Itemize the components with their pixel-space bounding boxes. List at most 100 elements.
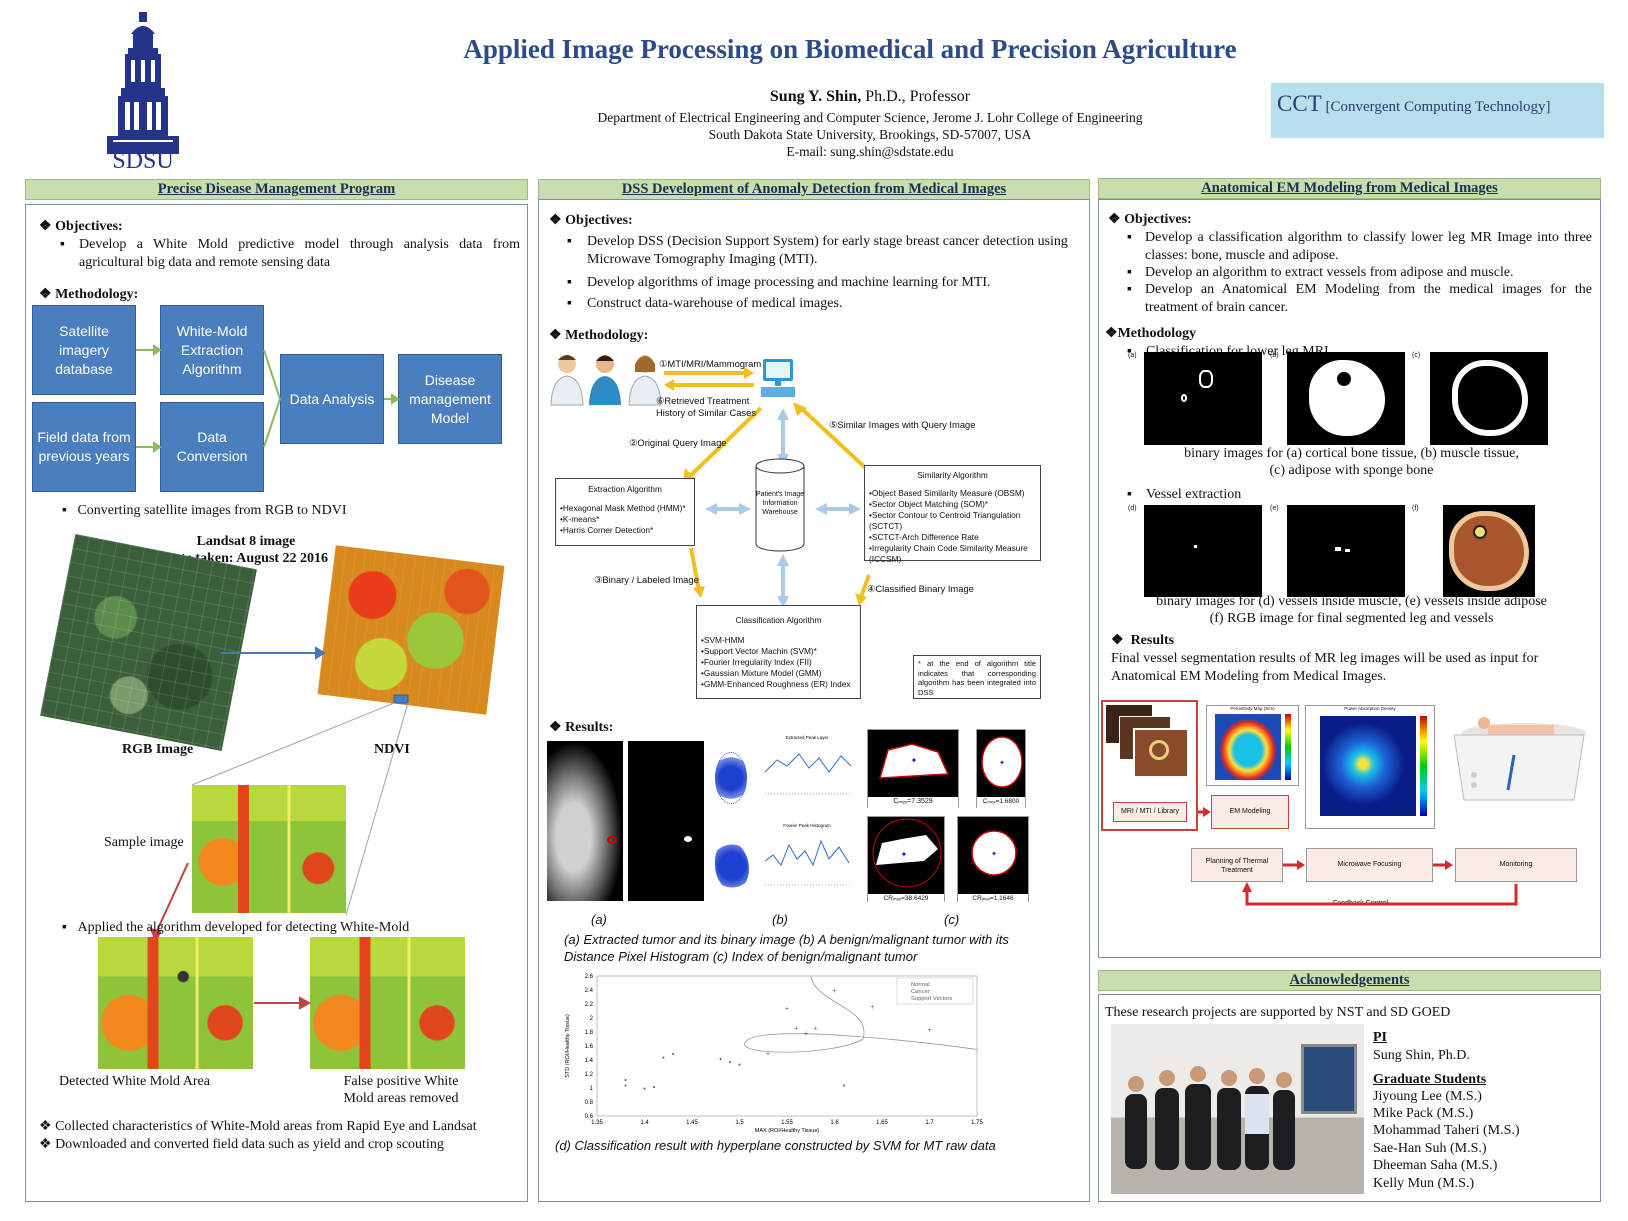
tag-e: (e): [1270, 505, 1279, 512]
ack-text: These research projects are supported by…: [1105, 1005, 1451, 1020]
y-tick-label: 0.8: [585, 1100, 594, 1106]
point-normal: •: [624, 1076, 627, 1085]
em-objective-1: ▪Develop a classification algorithm to c…: [1127, 230, 1592, 263]
point-normal: •: [729, 1058, 732, 1067]
student-item: Jiyoung Lee (M.S.): [1373, 1089, 1482, 1104]
y-tick-label: 2.2: [585, 1002, 594, 1008]
student-item: Kelly Mun (M.S.): [1373, 1176, 1475, 1191]
index-image-2: ✦ Cᵢₙₑₓ=1.6800: [976, 729, 1026, 814]
flow-library: MRI / MTI / Library: [1113, 802, 1187, 822]
point-cancer: +: [766, 1049, 771, 1058]
binary-tumor-image: [628, 741, 704, 901]
student-item: Mike Pack (M.S.): [1373, 1106, 1474, 1121]
flow-planning: Planning of Thermal Treatment: [1191, 848, 1283, 882]
svg-text:✦: ✦: [901, 850, 908, 859]
dss-objective-1: ▪Develop DSS (Decision Support System) f…: [567, 234, 1068, 267]
legend-entry: Normal: [911, 982, 930, 988]
em-results-text: Final vessel segmentation results of MR …: [1111, 651, 1539, 684]
legend-entry: Cancer: [911, 989, 930, 995]
point-normal: •: [662, 1054, 665, 1063]
logo-text: SDSU: [112, 148, 174, 174]
mri-library-stack: MRI / MTI / Library: [1101, 700, 1198, 831]
section-header-dss: DSS Development of Anomaly Detection fro…: [538, 179, 1090, 200]
mri-bone-image: [1144, 352, 1262, 445]
hyperthermia-device-icon: [1453, 717, 1586, 801]
collected-item: ❖ Collected characteristics of White-Mol…: [39, 1119, 477, 1134]
dss-objective-2: ▪Develop algorithms of image processing …: [567, 275, 991, 290]
author-title: Ph.D., Professor: [861, 88, 971, 105]
flow-field-data: Field data from previous years: [32, 402, 136, 492]
histogram-title-2: Fourier Peak Histogram: [783, 823, 831, 828]
warehouse-label: Patient's Image Information Warehouse: [755, 491, 805, 516]
vessel-caption-1: binary images for (d) vessels inside mus…: [1156, 594, 1547, 609]
index-value-1: Cᵢₙₑₓ=7.3529: [868, 797, 958, 814]
histogram-chart-2: Fourier Peak Histogram: [757, 821, 857, 901]
methodology-heading: ❖ Methodology:: [39, 287, 139, 302]
index-value-2: Cᵢₙₑₓ=1.6800: [977, 797, 1025, 814]
classification-algorithm-box: Classification Algorithm •SVM-HMM•Suppor…: [696, 605, 861, 699]
flow-satellite: Satellite imagery database: [32, 305, 136, 395]
computer-icon: [761, 359, 795, 397]
database-icon: [755, 458, 805, 552]
subfig-a: (a): [591, 912, 607, 927]
section-header-ack: Acknowledgements: [1098, 970, 1601, 991]
dss-diagram-arrows: [664, 367, 873, 608]
point-normal: •: [738, 1061, 741, 1070]
tag-d: (d): [1128, 505, 1137, 512]
heatmap-title-2: Power Absorption Density: [1344, 706, 1396, 711]
index-value-3: CRᵢₙₑₓ=38.6429: [868, 894, 944, 908]
point-cancer: +: [832, 986, 837, 995]
arrow-label-1: ①MTI/MRI/Mammogram: [659, 358, 762, 369]
point-normal: •: [624, 1082, 627, 1091]
sample-field-image: [192, 785, 346, 913]
objectives-heading: ❖ Objectives:: [39, 219, 123, 234]
x-tick-label: 1.4: [640, 1120, 649, 1126]
author-line: Sung Y. Shin, Ph.D., Professor: [420, 87, 1320, 107]
algorithm-note: * at the end of algorithm title indicate…: [913, 655, 1041, 699]
dss-methodology-heading: ❖ Methodology:: [549, 328, 649, 343]
y-tick-label: 1: [590, 1086, 594, 1092]
point-normal: •: [719, 1055, 722, 1064]
panel-ack: These research projects are supported by…: [1098, 994, 1601, 1202]
cct-banner: CCT [Convergent Computing Technology]: [1271, 83, 1604, 138]
pi-name: Sung Shin, Ph.D.: [1373, 1048, 1470, 1063]
point-normal: •: [653, 1083, 656, 1092]
arrow-label-5: ⑤Similar Images with Query Image: [829, 419, 976, 430]
em-results-heading: ❖ Results: [1111, 633, 1175, 648]
author-name: Sung Y. Shin,: [769, 88, 862, 105]
results-caption-2: (d) Classification result with hyperplan…: [555, 1138, 996, 1153]
email: E-mail: sung.shin@sdstate.edu: [786, 144, 954, 159]
point-normal: •: [672, 1050, 675, 1059]
y-axis-label: STD (ROI/Healthy Tissue): [565, 1014, 571, 1078]
point-cancer: +: [813, 1024, 818, 1033]
similarity-algorithm-box: Similarity Algorithm •Object Based Simil…: [864, 465, 1041, 564]
grad-heading: Graduate Students: [1373, 1072, 1487, 1087]
student-item: Mohammad Taheri (M.S.): [1373, 1123, 1520, 1138]
group-photo: [1111, 1024, 1364, 1194]
tag-a: (a): [1128, 352, 1137, 359]
rgb-label: RGB Image: [122, 742, 194, 757]
ndvi-label: NDVI: [374, 742, 410, 757]
extraction-algorithm-box: Extraction Algorithm •Hexagonal Mask Met…: [555, 478, 695, 546]
mri-caption-1: binary images for (a) cortical bone tiss…: [1184, 446, 1519, 461]
pi-heading: PI: [1373, 1030, 1387, 1045]
flow-em-modeling: EM Modeling: [1211, 795, 1289, 829]
dss-objective-3: ▪Construct data-warehouse of medical ima…: [567, 296, 843, 311]
point-cancer: +: [804, 1029, 809, 1038]
sample-label: Sample image: [104, 835, 184, 850]
tag-b: (b): [1270, 352, 1279, 359]
mri-caption-2: (c) adipose with sponge bone: [1269, 463, 1434, 478]
point-cancer: +: [927, 1026, 932, 1035]
arrow-label-3: ③Binary / Labeled Image: [594, 574, 699, 585]
x-tick-label: 1.65: [876, 1120, 888, 1126]
vessel-muscle-image: [1144, 505, 1262, 597]
svg-text:✦: ✦: [999, 759, 1005, 767]
arrow-label-2: ②Original Query Image: [629, 437, 727, 448]
x-tick-label: 1.75: [971, 1120, 983, 1126]
cct-short: CCT: [1277, 91, 1322, 116]
point-normal: •: [843, 1082, 846, 1091]
malignant-tumor-icon: [715, 842, 749, 890]
university: South Dakota State University, Brookings…: [708, 127, 1032, 142]
detected-label: Detected White Mold Area: [59, 1074, 210, 1089]
false-positive-label-2: Mold areas removed: [343, 1091, 459, 1106]
